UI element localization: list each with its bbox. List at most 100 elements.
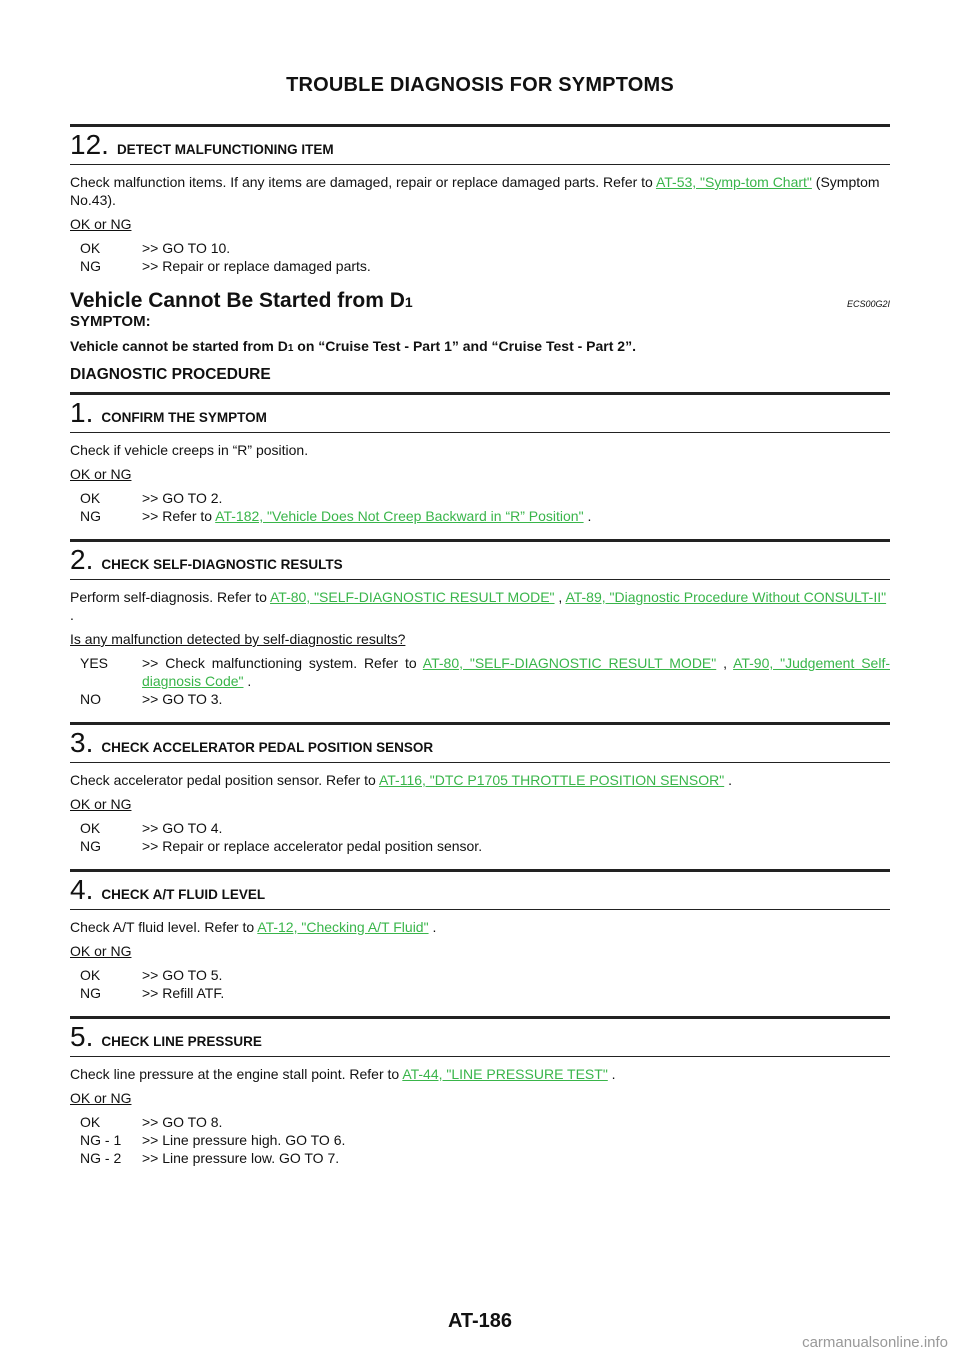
option-key: NG (80, 258, 101, 274)
options-list: OK >> GO TO 10. NG >> Repair or replace da… (80, 239, 890, 275)
option-key: YES (80, 655, 109, 671)
link-self-diagnostic-result-mode[interactable]: AT-80, "SELF-DIAGNOSTIC RESULT MODE" (422, 655, 717, 671)
option-key: OK (80, 240, 101, 256)
option-row: OK>> GO TO 8. (80, 1113, 890, 1131)
text: on “Cruise Test - Part 1” and “Cruise Te… (293, 338, 636, 354)
step-3-header: 3. CHECK ACCELERATOR PEDAL POSITION SENS… (70, 722, 890, 763)
text: >> Refer to (142, 508, 216, 524)
step-1-header: 1. CONFIRM THE SYMPTOM (70, 392, 890, 433)
step-5-text: Check line pressure at the engine stall … (70, 1065, 890, 1083)
option-row: OK>> GO TO 2. (80, 489, 890, 507)
section-code: ECS00G2I (846, 299, 890, 309)
option-value: >> GO TO 5. (142, 967, 223, 983)
step-4-header: 4. CHECK A/T FLUID LEVEL (70, 869, 890, 910)
option-value: >> Check malfunctioning system. Refer to… (142, 654, 890, 690)
option-value: >> Line pressure low. GO TO 7. (142, 1150, 340, 1166)
link-line-pressure-test[interactable]: AT-44, "LINE PRESSURE TEST" (402, 1066, 608, 1082)
text: . (70, 607, 74, 623)
page-header: TROUBLE DIAGNOSIS FOR SYMPTOMS (286, 74, 674, 96)
step-3-text: Check accelerator pedal position sensor.… (70, 771, 890, 789)
text: , (554, 589, 566, 605)
option-row: OK >> GO TO 10. (80, 239, 890, 257)
text: Check accelerator pedal position sensor.… (70, 772, 379, 788)
option-value: >> Repair or replace damaged parts. (142, 258, 371, 274)
option-row: NG >> Refer to AT-182, "Vehicle Does Not … (80, 507, 890, 525)
text: . (583, 508, 592, 524)
option-value: >> GO TO 4. (142, 820, 223, 836)
options-list: OK >> GO TO 4. NG >> Repair or replace acc… (80, 819, 890, 855)
text: Check A/T fluid level. Refer to (70, 919, 258, 935)
subscript: 1 (287, 343, 294, 354)
option-value: >> GO TO 8. (142, 1114, 223, 1130)
text: Check line pressure at the engine stall … (70, 1066, 403, 1082)
question: OK or NG (70, 796, 132, 812)
option-key: NG (80, 838, 101, 854)
link-checking-at-fluid[interactable]: AT-12, "Checking A/T Fluid" (257, 919, 429, 935)
link-self-diagnostic-result-mode[interactable]: AT-80, "SELF-DIAGNOSTIC RESULT MODE" (269, 589, 555, 605)
symptom-label: SYMPTOM: (70, 313, 151, 330)
text: , (716, 655, 734, 671)
step-title: CHECK A/T FLUID LEVEL (101, 887, 266, 902)
link-diagnostic-procedure[interactable]: AT-89, "Diagnostic Procedure Without CON… (565, 589, 887, 605)
step-number: 4. (70, 874, 94, 905)
step-number: 12. (70, 129, 109, 160)
option-key: NG - 2 (80, 1150, 122, 1166)
options-list: OK>> GO TO 2. NG >> Refer to AT-182, "Veh… (80, 489, 890, 525)
question: Is any malfunction detected by self-diag… (70, 631, 406, 647)
link-symptom-chart[interactable]: AT-53, "Symp-tom Chart" (655, 174, 812, 190)
text: . (428, 919, 437, 935)
options-list: OK>> GO TO 8. NG - 1>> Line pressure hig… (80, 1113, 890, 1167)
option-value: >> Repair or replace accelerator pedal p… (142, 838, 483, 854)
step-number: 2. (70, 544, 94, 575)
options-list: OK>> GO TO 5. NG >> Refill ATF. (80, 966, 890, 1002)
text: Perform self-diagnosis. Refer to (70, 589, 270, 605)
option-value: >> Line pressure high. GO TO 6. (142, 1132, 346, 1148)
option-value: >> GO TO 10. (142, 240, 231, 256)
option-row: OK >> GO TO 4. (80, 819, 890, 837)
step-12-header: 12. DETECT MALFUNCTIONING ITEM (70, 124, 890, 165)
text: >> Check malfunctioning system. Refer to (142, 655, 423, 671)
option-row: OK>> GO TO 5. (80, 966, 890, 984)
option-row: NG - 1>> Line pressure high. GO TO 6. (80, 1131, 890, 1149)
question: OK or NG (70, 466, 132, 482)
link-creep-backward[interactable]: AT-182, "Vehicle Does Not Creep Backward… (215, 508, 584, 524)
option-value: >> GO TO 3. (142, 691, 223, 707)
option-key: OK (80, 820, 101, 836)
step-12-text: Check malfunction items. If any items ar… (70, 173, 890, 209)
step-number: 3. (70, 727, 94, 758)
step-4-text: Check A/T fluid level. Refer to AT-12, "… (70, 918, 890, 936)
section-title-subscript: 1 (404, 294, 413, 310)
step-title: CONFIRM THE SYMPTOM (101, 410, 267, 425)
option-row: YES >> Check malfunctioning system. Refer… (80, 654, 890, 690)
text: . (243, 673, 252, 689)
text: Vehicle cannot be started from D (70, 338, 288, 354)
text: . (724, 772, 732, 788)
section-title-text: Vehicle Cannot Be Started from D (70, 289, 405, 312)
text: Check malfunction items. If any items ar… (70, 174, 656, 190)
step-5-header: 5. CHECK LINE PRESSURE (70, 1016, 890, 1057)
procedure-heading: DIAGNOSTIC PROCEDURE (70, 366, 271, 383)
option-row: NG >> Repair or replace damaged parts. (80, 257, 890, 275)
option-row: NG >> Refill ATF. (80, 984, 890, 1002)
text: (Symptom No.43). (70, 174, 880, 208)
page-content: 12. DETECT MALFUNCTIONING ITEM Check mal… (70, 124, 890, 1181)
link-judgement-code[interactable]: AT-90, "Judgement Self-diagnosis Code" (142, 655, 890, 689)
question: OK or NG (70, 943, 132, 959)
question: OK or NG (70, 216, 132, 232)
option-row: NO >> GO TO 3. (80, 690, 890, 708)
option-value: >> GO TO 2. (142, 490, 223, 506)
step-2-header: 2. CHECK SELF-DIAGNOSTIC RESULTS (70, 539, 890, 580)
option-key: NG (80, 985, 101, 1001)
option-row: NG >> Repair or replace accelerator pedal… (80, 837, 890, 855)
question: OK or NG (70, 1090, 132, 1106)
option-value: >> Refill ATF. (142, 985, 225, 1001)
step-2-text: Perform self-diagnosis. Refer to AT-80, … (70, 588, 890, 624)
link-throttle-position-sensor[interactable]: AT-116, "DTC P1705 THROTTLE POSITION SEN… (378, 772, 725, 788)
text: . (607, 1066, 616, 1082)
step-title: DETECT MALFUNCTIONING ITEM (116, 142, 334, 157)
step-1-text: Check if vehicle creeps in “R” position. (70, 442, 309, 458)
page-number: AT-186 (447, 1310, 513, 1332)
option-key: NG (80, 508, 101, 524)
option-key: NO (80, 691, 101, 707)
